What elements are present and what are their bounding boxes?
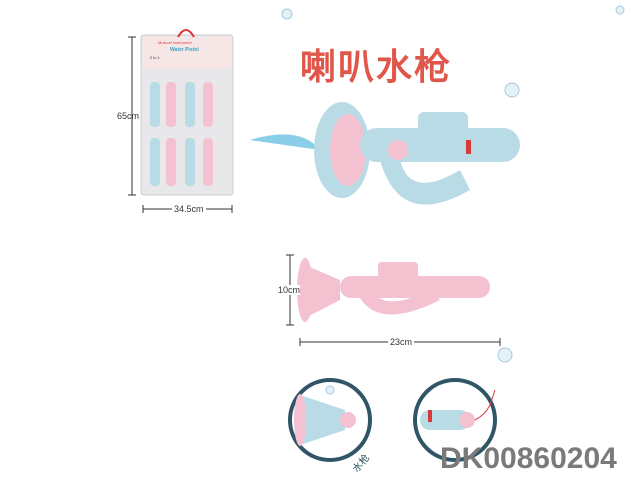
detail-circle-mouthpiece [413,378,497,462]
package-badge: 2 in 1 [150,55,160,60]
toy-blue-large [250,102,520,205]
package-text-1: Musical Instrument [158,40,192,45]
bubbles [281,5,625,395]
toy-width-label: 23cm [388,337,415,347]
pack-height-label: 65cm [117,111,140,121]
product-title: 喇叭水枪 [300,47,453,88]
detail-circle-horn [288,378,372,462]
product-code: DK00860204 [440,442,617,475]
package-toys [150,82,213,186]
package-text-2: Water Pistol [170,47,199,53]
toy-height-label: 10cm [278,285,301,295]
package-card [140,29,234,196]
pack-width-label: 34.5cm [172,204,206,214]
toy-pink-small [297,258,490,322]
